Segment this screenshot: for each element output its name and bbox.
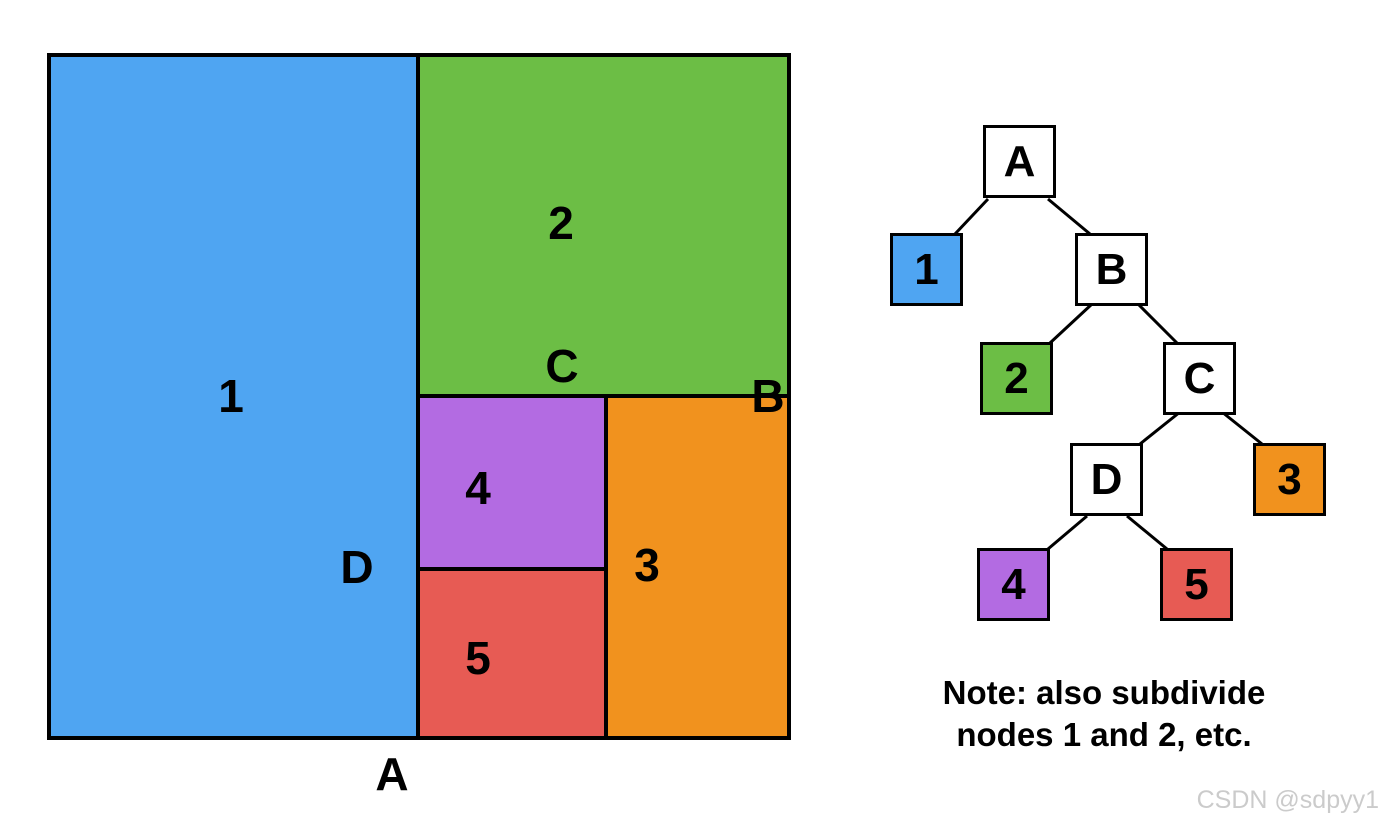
tree-node-D-label: D (1090, 454, 1123, 504)
edge-A-B (1047, 197, 1091, 236)
tree-node-3: 3 (1253, 443, 1326, 516)
split-line-c (604, 394, 608, 736)
region-4-label: 4 (465, 462, 491, 514)
edge-D-5 (1126, 514, 1168, 551)
split-d-label: D (340, 541, 374, 593)
region-5-label: 5 (465, 632, 491, 684)
edge-B-C (1136, 302, 1179, 345)
tree-node-1-label: 1 (914, 244, 939, 294)
split-a-label: A (375, 748, 409, 800)
region-2-label: 2 (548, 197, 574, 249)
tree-node-1: 1 (890, 233, 963, 306)
edge-D-4 (1047, 514, 1088, 551)
edge-C-3 (1221, 410, 1263, 446)
tree-node-C-label: C (1183, 353, 1216, 403)
tree-node-5: 5 (1160, 548, 1233, 621)
tree-node-2-label: 2 (1004, 353, 1029, 403)
region-5-red (418, 569, 606, 736)
tree-node-A-label: A (1003, 136, 1036, 186)
split-b-label: B (751, 370, 785, 422)
region-3-orange (606, 396, 787, 736)
region-3-label: 3 (634, 539, 660, 591)
tree-node-B: B (1075, 233, 1148, 306)
split-line-d (416, 567, 606, 571)
tree-node-3-label: 3 (1277, 454, 1302, 504)
tree-node-A: A (983, 125, 1056, 198)
note-line-2: nodes 1 and 2, etc. (956, 716, 1252, 753)
tree-node-4-label: 4 (1001, 559, 1026, 609)
tree-node-5-label: 5 (1184, 559, 1209, 609)
tree-node-D: D (1070, 443, 1143, 516)
note-line-1: Note: also subdivide (942, 674, 1266, 711)
region-1-label: 1 (218, 370, 244, 422)
region-4-purple (418, 396, 606, 569)
edge-A-1 (953, 197, 990, 236)
tree-node-C: C (1163, 342, 1236, 415)
split-line-b (416, 394, 787, 398)
edge-C-D (1139, 410, 1181, 446)
tree-node-2: 2 (980, 342, 1053, 415)
region-2-green (418, 57, 787, 396)
watermark: CSDN @sdpyy1 (1196, 786, 1379, 814)
note-text: Note: also subdivide nodes 1 and 2, etc. (929, 672, 1279, 756)
tree-node-B-label: B (1095, 244, 1128, 294)
split-c-label: C (545, 340, 579, 392)
edge-B-2 (1048, 302, 1094, 345)
region-1-blue (51, 57, 418, 736)
subdivision-diagram: 1 2 3 4 5 C B D (47, 53, 791, 740)
tree-node-4: 4 (977, 548, 1050, 621)
